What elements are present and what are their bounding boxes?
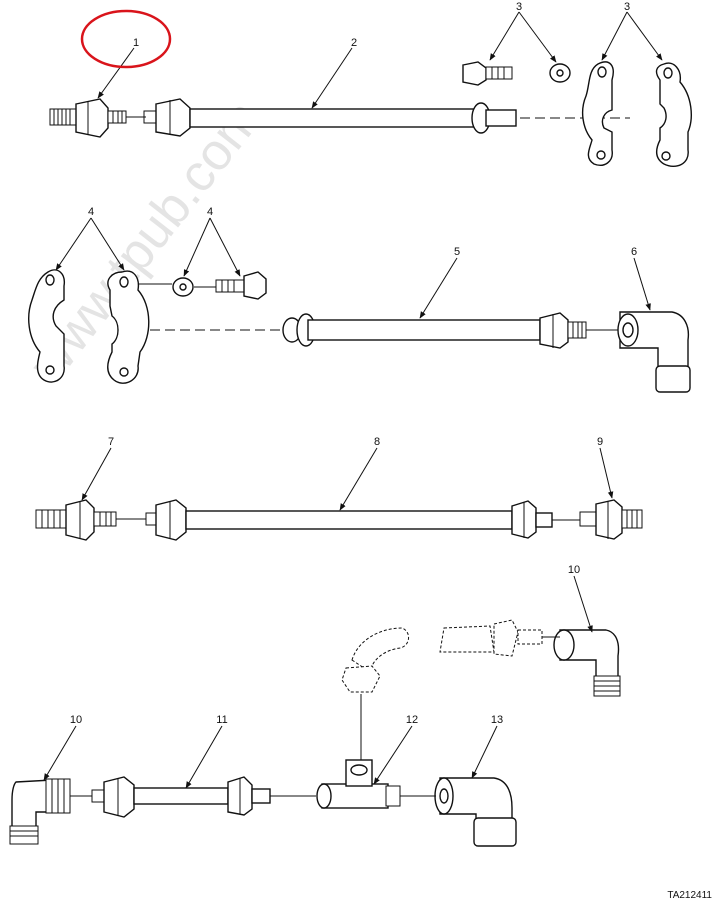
figure-reference: TA212411	[667, 890, 712, 901]
callout-10-upper: 10	[568, 564, 580, 576]
callout-12: 12	[406, 714, 418, 726]
callout-10-lower: 10	[70, 714, 82, 726]
callout-8: 8	[374, 436, 380, 448]
callout-2: 2	[351, 37, 357, 49]
callout-4a: 4	[88, 206, 94, 218]
part-12-tee	[316, 759, 401, 809]
part-3-bolt	[462, 61, 513, 86]
callout-7: 7	[108, 436, 114, 448]
callout-6: 6	[631, 246, 637, 258]
part-8-tube	[145, 499, 553, 541]
center-lines	[70, 116, 618, 797]
row-5-assembly	[9, 759, 517, 847]
callout-4b: 4	[207, 206, 213, 218]
callout-3a: 3	[516, 1, 522, 13]
part-6-elbow	[617, 311, 691, 393]
row-4-assembly	[341, 619, 621, 760]
ghost-hose-fitting-upper	[439, 619, 543, 657]
part-7-connector	[35, 499, 117, 541]
callout-9: 9	[597, 436, 603, 448]
row-2-assembly	[28, 269, 691, 393]
part-10-elbow-upper	[553, 629, 621, 697]
callout-leaders	[43, 11, 663, 789]
row-3-assembly	[35, 499, 643, 541]
part-10-elbow-lower	[9, 778, 71, 845]
highlight-circle	[80, 9, 172, 69]
part-2-tube	[143, 98, 630, 137]
part-11-tube	[91, 776, 271, 818]
part-9-connector	[579, 499, 643, 540]
callout-numbers: 1 2 3 3 4 4 5 6 7 8 9 10 10 11 12 13	[70, 1, 637, 726]
callout-11: 11	[216, 714, 227, 726]
callout-3b: 3	[624, 1, 630, 13]
ghost-hose-fitting-tee	[341, 627, 409, 760]
part-5-tube	[282, 312, 587, 349]
callout-5: 5	[454, 246, 460, 258]
part-4-bolt	[215, 271, 267, 300]
callout-13: 13	[491, 714, 503, 726]
part-1-connector	[49, 98, 127, 138]
part-3-clamp	[581, 61, 692, 168]
part-13-elbow	[434, 777, 517, 847]
row-1-assembly	[49, 61, 692, 168]
part-4-clamp	[28, 269, 280, 384]
callout-1: 1	[133, 37, 139, 49]
